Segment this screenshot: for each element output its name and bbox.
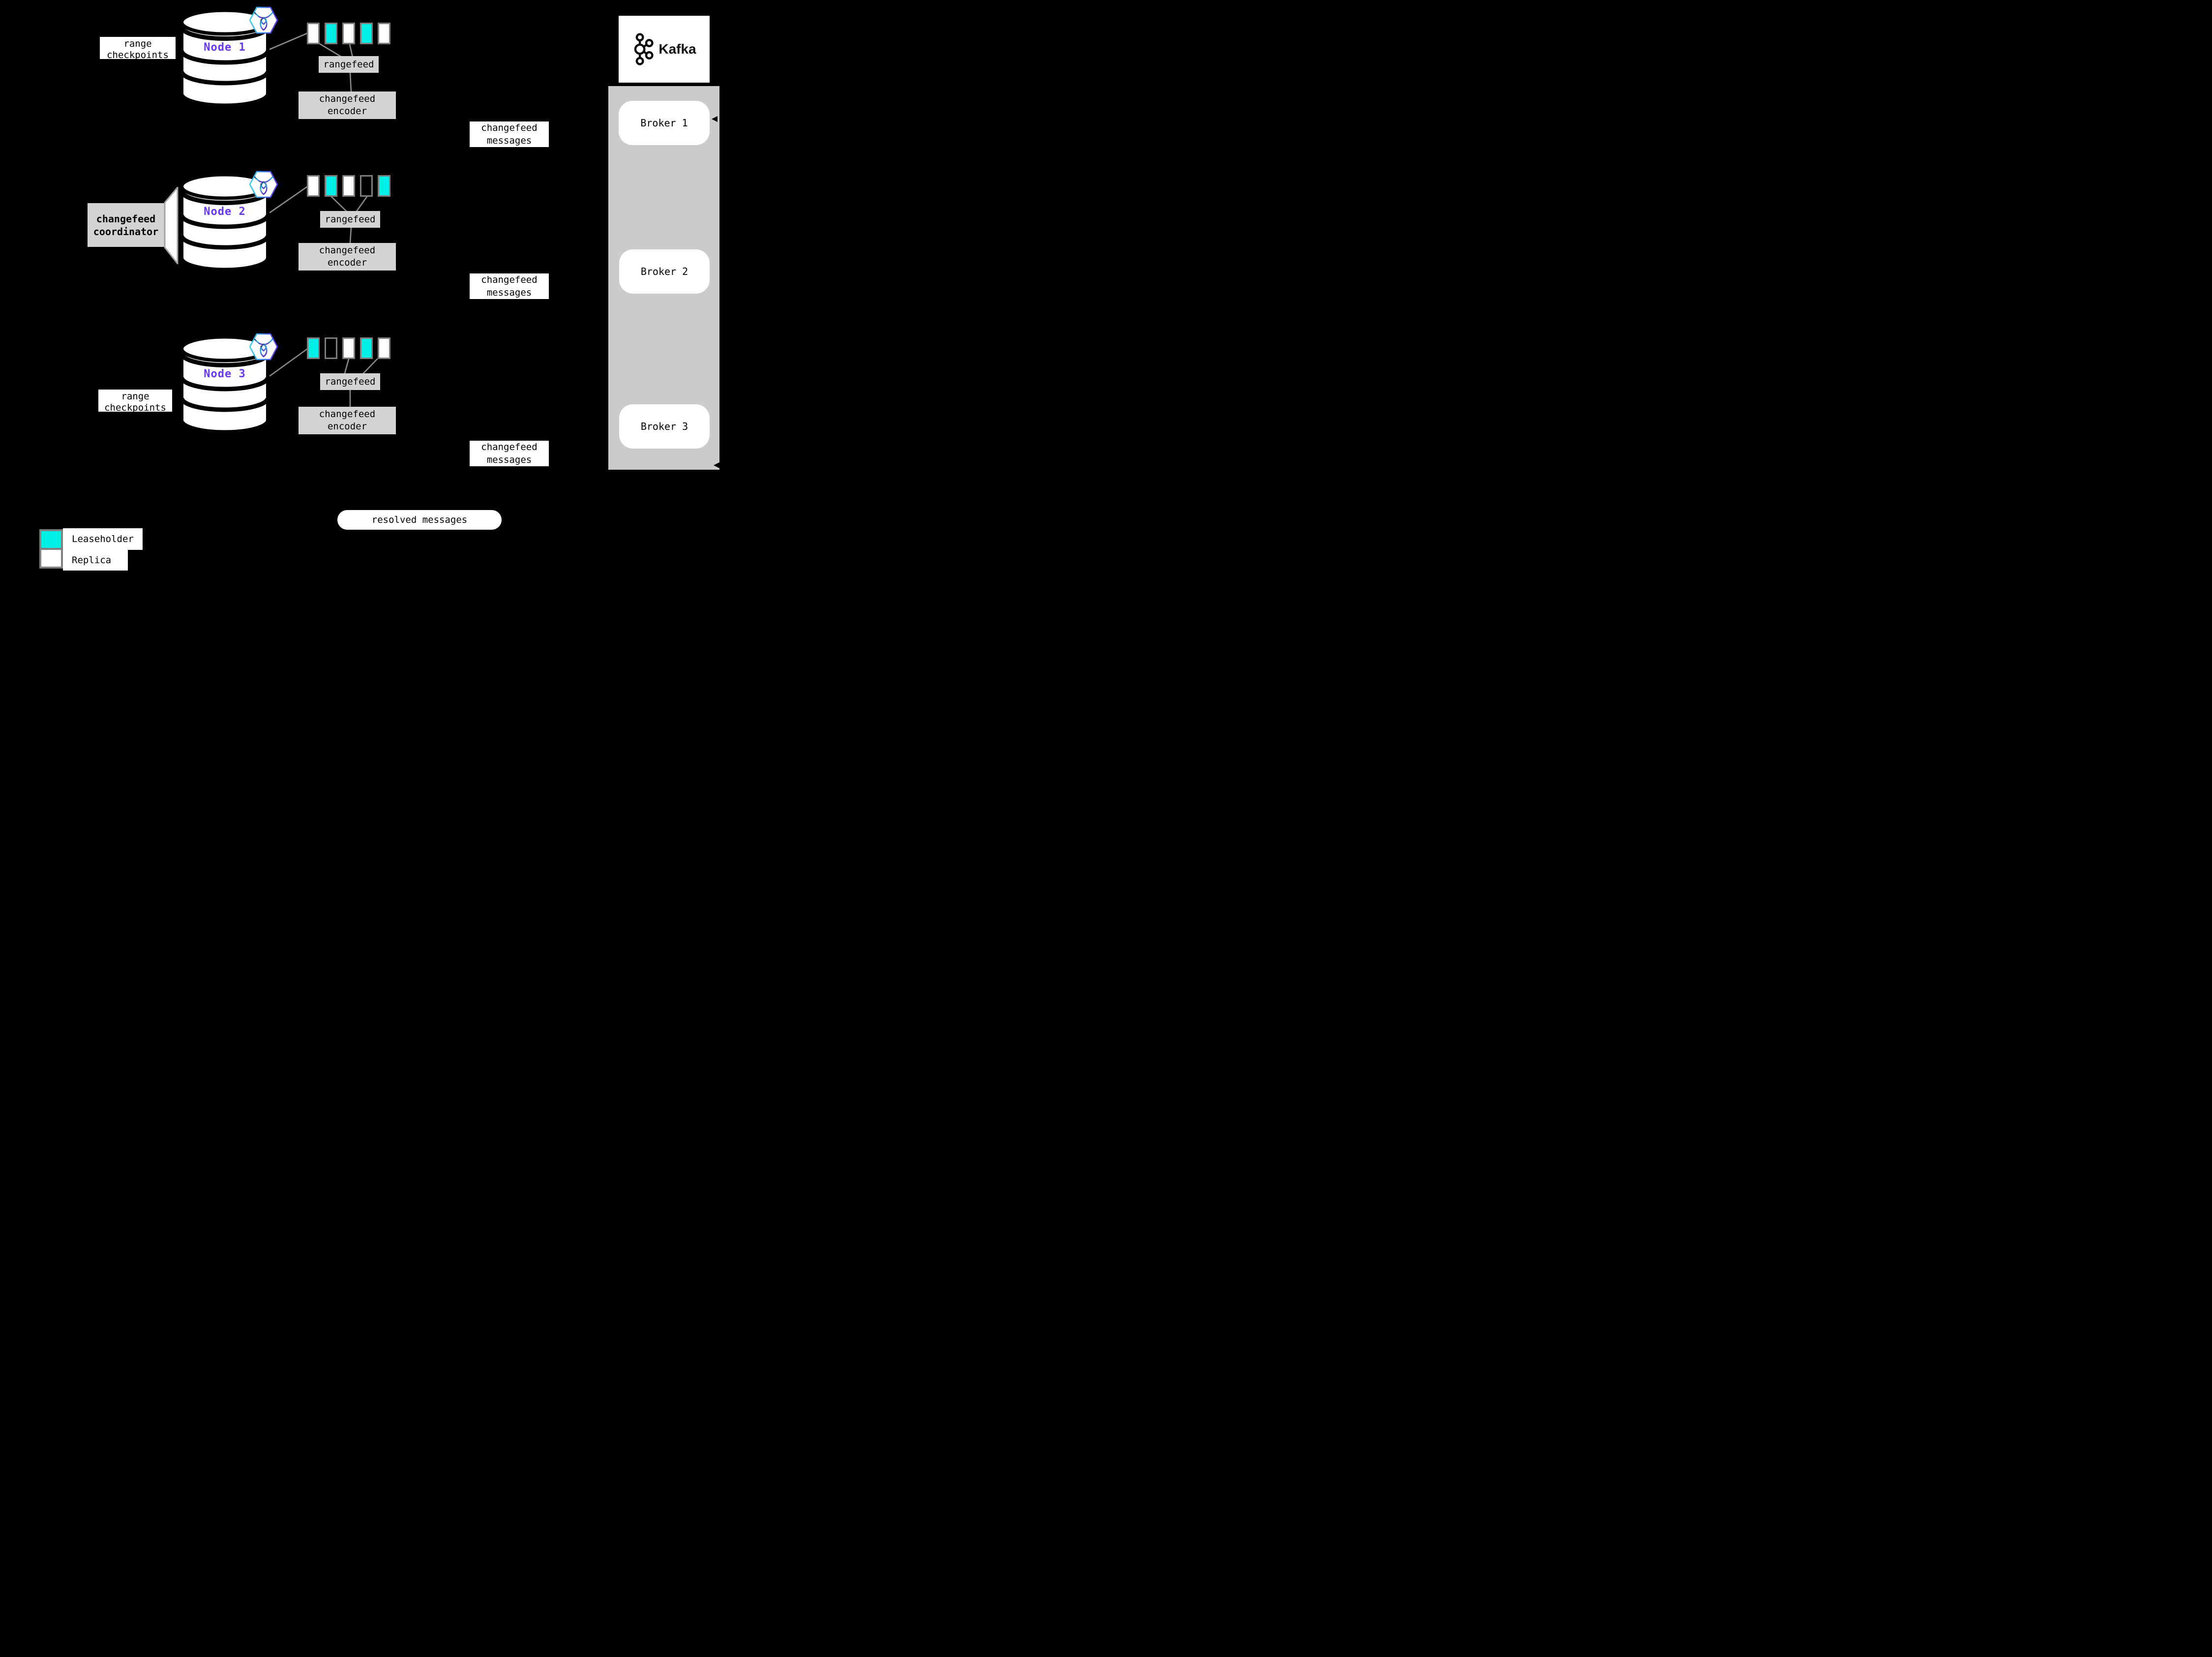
range-leaseholder-square xyxy=(307,337,320,359)
broker-1: Broker 1 xyxy=(619,101,710,145)
node1-changefeed-messages-label: changefeed messages xyxy=(470,121,549,147)
node3-rangefeed-box: rangefeed xyxy=(320,373,380,390)
node2-range-squares xyxy=(307,175,395,197)
legend-leaseholder-swatch xyxy=(39,529,63,550)
node3-range-squares xyxy=(307,337,395,359)
node2-changefeed-messages-label: changefeed messages xyxy=(470,273,549,299)
connector-lines xyxy=(269,32,378,408)
node2-changefeed-encoder-box: changefeed encoder xyxy=(299,243,396,271)
legend-replica-label: Replica xyxy=(63,550,128,571)
node1-range-squares xyxy=(307,23,395,44)
broker-3: Broker 3 xyxy=(619,404,710,449)
legend-replica-swatch xyxy=(39,548,63,569)
kafka-logo-box: Kafka xyxy=(619,16,710,83)
arrowhead-broker1 xyxy=(712,116,717,122)
cockroachdb-icon xyxy=(249,171,278,198)
range-replica-square xyxy=(342,337,355,359)
node3-changefeed-messages-label: changefeed messages xyxy=(470,441,549,466)
legend-leaseholder-label: Leaseholder xyxy=(63,528,143,550)
kafka-title: Kafka xyxy=(658,41,696,57)
range-replica-square xyxy=(342,175,355,197)
cockroachdb-icon xyxy=(249,333,278,361)
range-leaseholder-square xyxy=(378,175,390,197)
node2-label: Node 2 xyxy=(204,206,246,218)
range-leaseholder-square xyxy=(325,23,337,44)
range-replica-square xyxy=(307,23,320,44)
broker-2: Broker 2 xyxy=(619,249,710,294)
resolved-messages-label: resolved messages xyxy=(337,510,502,530)
range-empty-square xyxy=(325,337,337,359)
range-leaseholder-square xyxy=(360,337,373,359)
range-checkpoints-label-3: range checkpoints xyxy=(98,390,172,412)
changefeed-architecture-diagram: range checkpoints Node 1 rangefeed chang… xyxy=(0,0,771,577)
range-empty-square xyxy=(360,175,373,197)
range-replica-square xyxy=(378,337,390,359)
node1-rangefeed-box: rangefeed xyxy=(319,56,379,73)
node3-label: Node 3 xyxy=(204,368,246,380)
cockroachdb-icon xyxy=(249,6,278,34)
range-replica-square xyxy=(378,23,390,44)
node3-changefeed-encoder-box: changefeed encoder xyxy=(299,407,396,434)
coordinator-flag-shape xyxy=(164,187,179,265)
range-checkpoints-label-1: range checkpoints xyxy=(100,37,176,59)
node1-changefeed-encoder-box: changefeed encoder xyxy=(299,91,396,119)
node1-label: Node 1 xyxy=(204,41,246,54)
range-replica-square xyxy=(307,175,320,197)
node2-rangefeed-box: rangefeed xyxy=(320,211,380,228)
kafka-icon xyxy=(634,33,654,65)
arrowhead-broker3 xyxy=(714,462,719,468)
range-replica-square xyxy=(342,23,355,44)
range-leaseholder-square xyxy=(325,175,337,197)
range-leaseholder-square xyxy=(360,23,373,44)
node2-database-cylinder xyxy=(179,173,270,271)
changefeed-coordinator-label: changefeed coordinator xyxy=(88,203,164,247)
